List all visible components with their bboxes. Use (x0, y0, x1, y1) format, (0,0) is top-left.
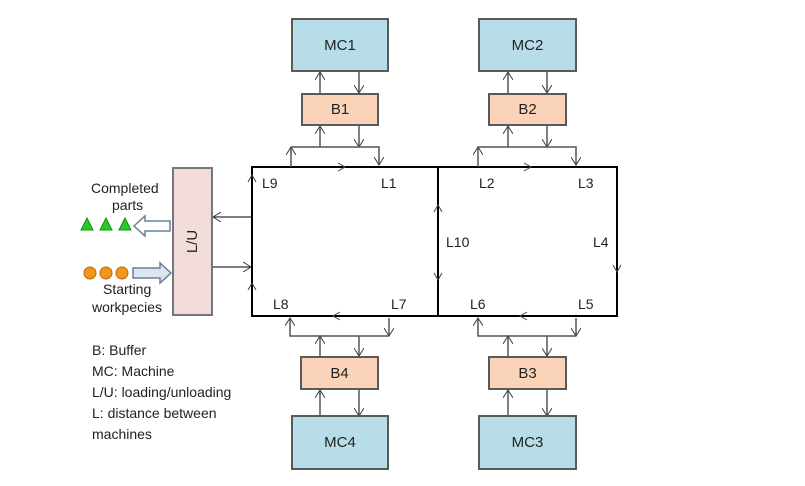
distance-label-l3: L3 (578, 175, 594, 191)
legend-item: L/U: loading/unloading (92, 384, 232, 400)
machine-mc2: MC2 (478, 18, 577, 72)
main-loop (251, 166, 618, 317)
starting-part-icon (99, 266, 113, 280)
distance-label-l1: L1 (381, 175, 397, 191)
legend-item: machines (92, 426, 152, 442)
machine-mc1: MC1 (291, 18, 389, 72)
starting-arrow (132, 261, 173, 285)
completed-label-line1: Completed (91, 180, 159, 196)
starting-part-icon (83, 266, 97, 280)
legend-item: MC: Machine (92, 363, 175, 379)
machine-mc3: MC3 (478, 415, 577, 470)
distance-label-l5: L5 (578, 296, 594, 312)
buffer-b2: B2 (488, 93, 567, 126)
lu-label: L/U (184, 229, 201, 254)
completed-arrow (132, 214, 171, 238)
legend-item: L: distance between (92, 405, 217, 421)
legend-item: B: Buffer (92, 342, 147, 358)
starting-part-icon (115, 266, 129, 280)
starting-label-line2: workpecies (92, 299, 163, 315)
machine-mc4: MC4 (291, 415, 389, 470)
completed-part-icon (99, 216, 113, 231)
distance-label-l9: L9 (262, 175, 278, 191)
starting-label-line1: Starting (103, 281, 152, 297)
distance-label-l4: L4 (593, 234, 609, 250)
distance-label-l8: L8 (273, 296, 289, 312)
buffer-b1: B1 (301, 93, 379, 126)
legend: B: Buffer MC: Machine L/U: loading/unloa… (92, 340, 231, 445)
distance-label-l10: L10 (446, 234, 470, 250)
buffer-b3: B3 (488, 356, 567, 390)
loading-unloading-station: L/U (172, 167, 213, 316)
distance-label-l7: L7 (391, 296, 407, 312)
flow-arrows (247, 162, 622, 321)
distance-label-l6: L6 (470, 296, 486, 312)
completed-part-icon (80, 216, 94, 231)
distance-label-l2: L2 (479, 175, 495, 191)
completed-part-icon (118, 216, 132, 231)
completed-label-line2: parts (112, 197, 144, 213)
buffer-b4: B4 (300, 356, 379, 390)
